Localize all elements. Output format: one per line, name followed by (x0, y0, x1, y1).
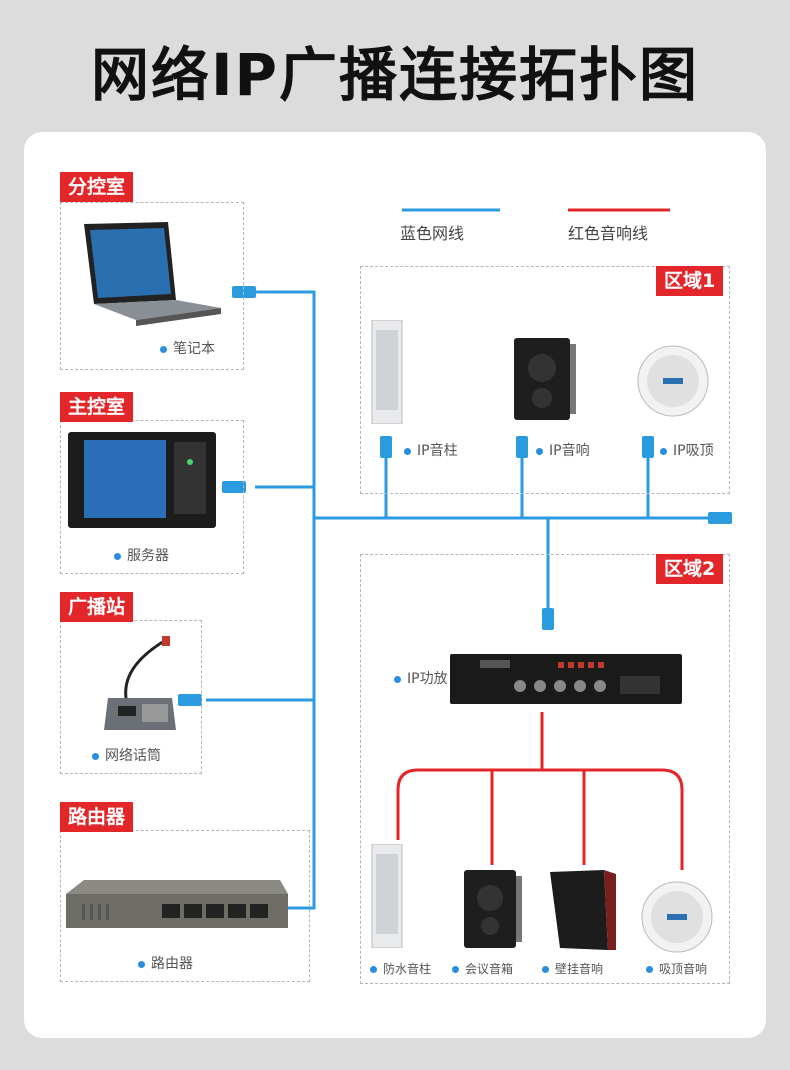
label-ip-column-speaker: IP音柱 (404, 440, 458, 460)
bullet-dot-icon (160, 345, 167, 353)
label-laptop: 笔记本 (160, 338, 215, 358)
group-box-main-control (60, 420, 244, 574)
label-conference-speaker: 会议音箱 (452, 960, 513, 977)
legend-blue-label: 蓝色网线 (400, 224, 465, 243)
group-box-branch-control (60, 202, 244, 370)
tag-zone-2: 区域2 (656, 554, 724, 584)
bullet-dot-icon (452, 966, 459, 973)
label-ip-amplifier: IP功放 (394, 668, 448, 688)
tag-router: 路由器 (60, 802, 134, 832)
rj45-connector-icon (516, 436, 528, 458)
label-ip-speaker: IP音响 (536, 440, 590, 460)
rj45-connector-icon (542, 608, 554, 630)
legend-red-label: 红色音响线 (568, 224, 649, 243)
label-server: 服务器 (114, 545, 169, 565)
bullet-dot-icon (138, 960, 145, 968)
ceiling-speaker-icon (637, 345, 709, 417)
bullet-dot-icon (394, 675, 401, 683)
rj45-connector-icon (222, 481, 246, 493)
ceiling-speaker-zone2-icon (641, 881, 713, 953)
wall-mount-speaker-icon (550, 870, 616, 950)
ip-amplifier-icon (450, 654, 682, 704)
zone-2-box (360, 554, 730, 984)
tag-branch-control: 分控室 (60, 172, 134, 202)
bullet-dot-icon (92, 752, 99, 760)
label-waterproof-column-speaker: 防水音柱 (370, 960, 431, 977)
bullet-dot-icon (404, 447, 411, 455)
server-icon (68, 432, 216, 528)
wall-speaker-icon (514, 338, 576, 420)
waterproof-column-speaker-icon (371, 844, 403, 948)
bullet-dot-icon (536, 447, 543, 455)
red-cables (396, 712, 684, 870)
rj45-connector-icon (232, 286, 256, 298)
label-ip-ceiling-speaker: IP吸顶 (660, 440, 714, 460)
label-wall-mount-speaker: 壁挂音响 (542, 960, 603, 977)
tag-zone-1: 区域1 (656, 266, 724, 296)
tag-main-control: 主控室 (60, 392, 134, 422)
rj45-plugs (178, 286, 732, 706)
laptop-icon (84, 222, 221, 326)
label-network-microphone: 网络话筒 (92, 745, 161, 765)
label-router: 路由器 (138, 953, 193, 973)
zone-1-box (360, 266, 730, 494)
conference-speaker-icon (464, 870, 522, 948)
network-microphone-icon (104, 636, 176, 730)
label-ceiling-speaker: 吸顶音响 (646, 960, 707, 977)
rj45-connector-icon (642, 436, 654, 458)
rj45-connector-icon (380, 436, 392, 458)
bullet-dot-icon (542, 966, 549, 973)
bullet-dot-icon (660, 447, 667, 455)
blue-cables (206, 290, 712, 910)
bullet-dot-icon (646, 966, 653, 973)
bullet-dot-icon (370, 966, 377, 973)
group-box-router (60, 830, 310, 982)
blue-trunk (255, 290, 316, 910)
router-icon (66, 880, 288, 928)
column-speaker-icon (371, 320, 403, 424)
bullet-dot-icon (114, 552, 121, 560)
page-title: 网络IP广播连接拓扑图 (90, 41, 700, 109)
rj45-connector-icon (178, 694, 202, 706)
tag-broadcast-station: 广播站 (60, 592, 134, 622)
rj45-connector-icon (708, 512, 732, 524)
